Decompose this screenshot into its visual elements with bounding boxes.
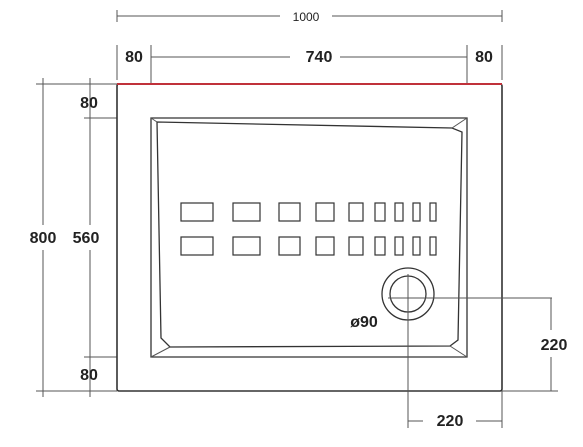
slot — [412, 236, 421, 256]
dim-width-breakdown: 80 740 80 — [116, 45, 503, 112]
slot — [278, 202, 301, 222]
label-drain-vertical: 220 — [541, 337, 568, 354]
label-inner-depth: 560 — [73, 230, 100, 247]
slot — [232, 202, 261, 222]
label-inner-width: 740 — [306, 49, 333, 66]
slot — [374, 236, 386, 256]
dim-overall-width: 1000 — [116, 10, 503, 24]
slot — [315, 202, 335, 222]
slot — [232, 236, 261, 256]
label-rim-top: 80 — [80, 95, 98, 112]
label-rim-left: 80 — [125, 49, 143, 66]
label-rim-bottom: 80 — [80, 367, 98, 384]
slot — [348, 202, 364, 222]
dim-depth-breakdown: 80 560 80 — [73, 78, 151, 397]
drain: ø90 — [350, 267, 552, 428]
slot — [429, 236, 437, 256]
slot — [315, 236, 335, 256]
anti-slip-slot-grid — [180, 202, 437, 256]
slot — [394, 236, 404, 256]
slot — [374, 202, 386, 222]
slot — [394, 202, 404, 222]
dim-drain-horizontal: 220 — [408, 391, 503, 430]
label-rim-right: 80 — [475, 49, 493, 66]
dim-drain-vertical: 220 — [502, 298, 568, 392]
slot — [348, 236, 364, 256]
slot — [180, 202, 214, 222]
label-overall-depth: 800 — [30, 230, 57, 247]
label-drain-diameter: ø90 — [350, 314, 378, 331]
dim-overall-depth: 800 — [30, 78, 117, 397]
slot — [429, 202, 437, 222]
slot — [412, 202, 421, 222]
slot — [278, 236, 301, 256]
label-drain-horizontal: 220 — [437, 413, 464, 430]
slot — [180, 236, 214, 256]
label-overall-width: 1000 — [293, 10, 320, 24]
